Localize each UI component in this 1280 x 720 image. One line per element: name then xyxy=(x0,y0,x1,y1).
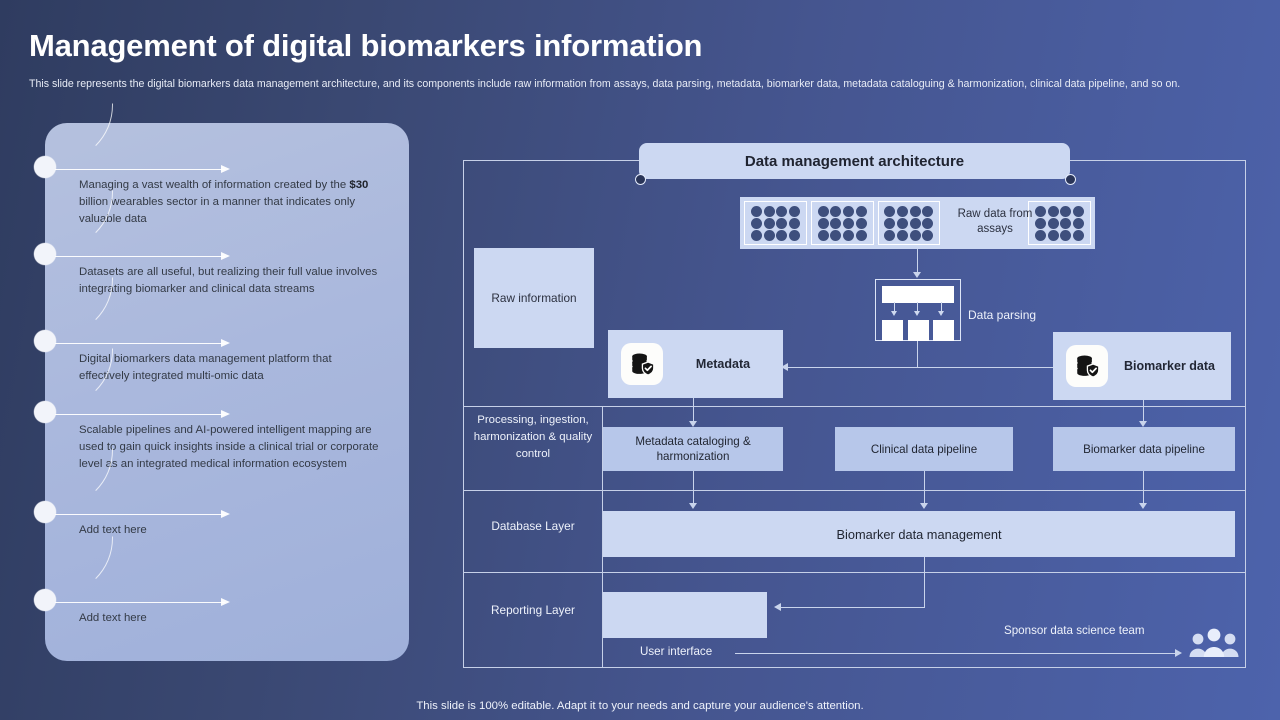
arrowhead-db-to-reporting-icon xyxy=(774,603,781,611)
insights-panel: Managing a vast wealth of information cr… xyxy=(34,103,409,661)
database-layer-label: Database Layer xyxy=(491,519,575,533)
connector-metadata-down xyxy=(693,398,695,422)
bullet-marker xyxy=(34,156,56,178)
list-item-text-end: billion wearables sector in a manner tha… xyxy=(79,196,356,225)
parse-branch-line xyxy=(917,302,919,311)
reporting-layer-label: Reporting Layer xyxy=(491,603,575,617)
bullet-arrow-icon xyxy=(55,252,235,260)
data-parsing-label: Data parsing xyxy=(968,308,1037,322)
diagram-title: Data management architecture xyxy=(639,143,1070,179)
list-item-text: Scalable pipelines and AI-powered intell… xyxy=(79,424,379,470)
decorative-arc xyxy=(53,448,113,508)
footer-note: This slide is 100% editable. Adapt it to… xyxy=(416,700,864,712)
parse-branch-arrow-icon xyxy=(914,311,920,316)
section-divider xyxy=(463,406,1246,407)
connector-pipe-bio-down xyxy=(1143,471,1145,504)
connector-raw-to-parsing xyxy=(917,249,919,272)
connector-biomarker-down xyxy=(1143,400,1145,422)
connector-pipe-meta-down xyxy=(693,471,695,504)
processing-column-label: Processing, ingestion, harmonization & q… xyxy=(473,414,593,460)
bullet-marker xyxy=(34,589,56,611)
arrowhead-pipe-bio-icon xyxy=(1139,503,1147,509)
raw-data-label: Raw data from assays xyxy=(957,208,1033,235)
parse-branch-arrow-icon xyxy=(891,311,897,316)
column-divider xyxy=(602,406,603,490)
database-shield-icon xyxy=(1066,345,1108,387)
metadata-cataloging-box[interactable]: Metadata cataloging & harmonization xyxy=(603,427,783,471)
bullet-marker xyxy=(34,501,56,523)
list-item-text: Digital biomarkers data management platf… xyxy=(79,353,332,382)
connector-ui-to-sponsor xyxy=(735,653,1179,655)
biomarker-label: Biomarker data xyxy=(1123,359,1215,373)
parse-branch-line xyxy=(894,302,896,311)
assay-plate-icon xyxy=(1028,201,1091,245)
list-item-highlight: $30 xyxy=(349,179,369,191)
arrowhead-biomarker-down-icon xyxy=(1139,421,1147,427)
connector-pipe-clin-down xyxy=(924,471,926,504)
page-title: Management of digital biomarkers informa… xyxy=(29,28,703,63)
assay-plate-icon xyxy=(810,201,874,245)
bullet-marker xyxy=(34,330,56,352)
title-knob-left-icon xyxy=(635,174,646,185)
bullet-marker xyxy=(34,401,56,423)
page-subtitle: This slide represents the digital biomar… xyxy=(29,78,1181,90)
sponsor-team-label: Sponsor data science team xyxy=(1004,624,1145,637)
connector-bus-horizontal xyxy=(787,367,1229,369)
metadata-card[interactable]: Metadata xyxy=(608,330,783,398)
title-knob-right-icon xyxy=(1065,174,1076,185)
section-divider xyxy=(463,490,1246,491)
decorative-arc xyxy=(53,536,113,596)
list-item-text: Datasets are all useful, but realizing t… xyxy=(79,266,378,295)
bullet-arrow-icon xyxy=(55,510,235,518)
arrowhead-to-metadata-icon xyxy=(781,363,788,371)
biomarker-data-management-box[interactable]: Biomarker data management xyxy=(603,511,1235,557)
arrowhead-metadata-down-icon xyxy=(689,421,697,427)
section-divider xyxy=(463,572,1246,573)
raw-data-strip[interactable]: Raw data from assays xyxy=(740,197,1095,249)
metadata-label: Metadata xyxy=(695,357,751,371)
architecture-diagram: Data management architecture Raw data fr… xyxy=(463,143,1246,668)
reporting-output-box[interactable] xyxy=(603,592,767,638)
biomarker-data-pipeline-box[interactable]: Biomarker data pipeline xyxy=(1053,427,1235,471)
column-divider xyxy=(602,572,603,668)
arrowhead-pipe-clin-icon xyxy=(920,503,928,509)
parse-branch-arrow-icon xyxy=(938,311,944,316)
clinical-data-pipeline-box[interactable]: Clinical data pipeline xyxy=(835,427,1013,471)
bullet-marker xyxy=(34,243,56,265)
raw-information-box[interactable]: Raw information xyxy=(474,248,594,348)
decorative-arc xyxy=(53,190,113,250)
decorative-arc xyxy=(53,277,113,337)
column-divider xyxy=(602,490,603,572)
list-item-text-start: Managing a vast wealth of information cr… xyxy=(79,179,350,191)
bullet-arrow-icon xyxy=(55,410,235,418)
bullet-arrow-icon xyxy=(55,165,235,173)
user-interface-label: User interface xyxy=(640,645,713,658)
list-item-text: Add text here xyxy=(79,612,147,624)
connector-db-to-reporting-vertical xyxy=(924,557,926,608)
parse-branch-line xyxy=(941,302,943,311)
decorative-arc xyxy=(53,348,113,408)
arrowhead-ui-to-sponsor-icon xyxy=(1175,649,1182,657)
database-shield-icon xyxy=(621,343,663,385)
biomarker-data-card[interactable]: Biomarker data xyxy=(1053,332,1231,400)
data-parsing-icon xyxy=(875,279,961,341)
connector-db-to-reporting-horizontal xyxy=(781,607,925,609)
connector-parsing-down xyxy=(917,341,919,368)
arrowhead-pipe-meta-icon xyxy=(689,503,697,509)
assay-plate-icon xyxy=(744,201,807,245)
list-item-text: Add text here xyxy=(79,524,147,536)
bullet-arrow-icon xyxy=(55,339,235,347)
bullet-arrow-icon xyxy=(55,598,235,606)
team-people-icon xyxy=(1188,627,1240,661)
decorative-arc xyxy=(53,103,113,163)
assay-plate-icon xyxy=(877,201,941,245)
list-item-text: Managing a vast wealth of information cr… xyxy=(79,177,379,228)
arrowhead-raw-to-parsing-icon xyxy=(913,272,921,278)
